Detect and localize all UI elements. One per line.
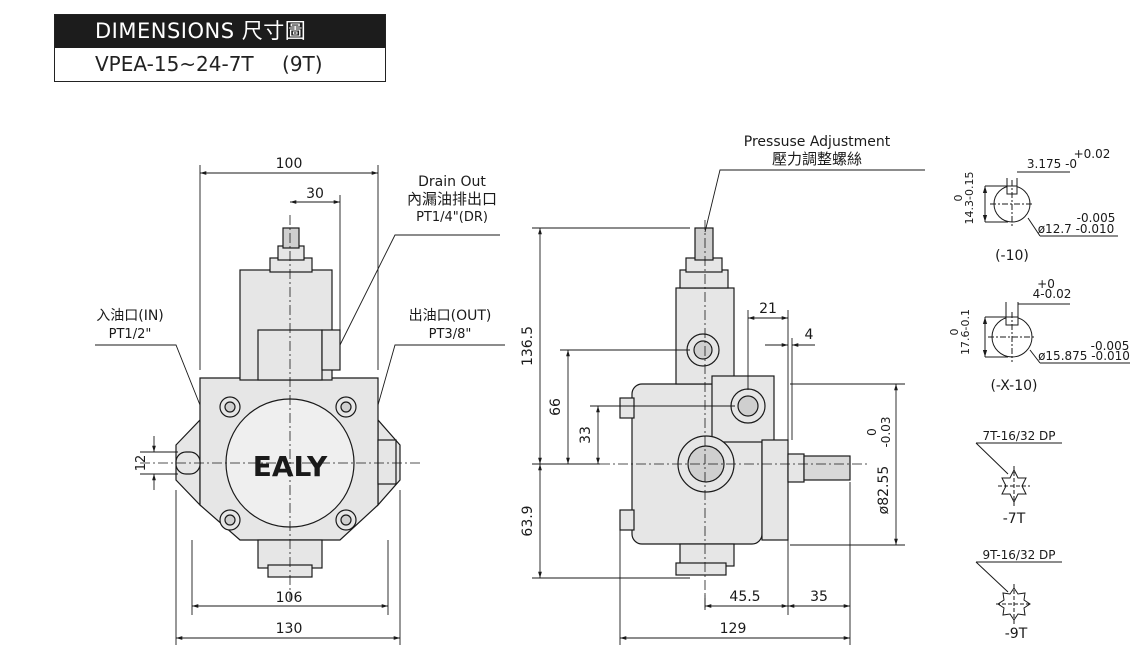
spline-7t-spec: 7T-16/32 DP xyxy=(982,429,1055,443)
drain-label-en: Drain Out xyxy=(418,174,486,190)
dia-tol-upper: 0 xyxy=(865,428,879,436)
outlet-label-cn: 出油口(OUT) xyxy=(409,308,492,324)
diagram-title: DIMENSIONS 尺寸圖 xyxy=(55,15,385,48)
spline-9t-detail xyxy=(975,561,1062,624)
d10-label: (-10) xyxy=(995,248,1029,264)
dim-12: 12 xyxy=(134,455,149,472)
dim-66: 66 xyxy=(548,398,564,416)
front-outlet-port xyxy=(377,439,397,485)
model-row: VPEA-15~24-7T (9T) xyxy=(55,48,385,81)
title-block: DIMENSIONS 尺寸圖 VPEA-15~24-7T (9T) xyxy=(54,14,386,82)
dx10-label: (-X-10) xyxy=(990,378,1037,394)
dim-45-5: 45.5 xyxy=(729,589,760,605)
inlet-label-cn: 入油口(IN) xyxy=(96,308,164,324)
dim-dia-82-55: ø82.55 xyxy=(876,466,892,515)
front-view xyxy=(175,227,401,578)
dx10-tol-up: +0 xyxy=(1037,277,1055,291)
d10-height: 14.3-0.15 xyxy=(963,172,976,225)
dim-136-5: 136.5 xyxy=(520,326,536,366)
d10-shaft-up: -0.005 xyxy=(1077,211,1116,225)
side-shaft-shoulder xyxy=(787,453,805,483)
detail-10 xyxy=(982,171,1118,237)
front-dimensions xyxy=(95,165,505,645)
outlet-label-pt: PT3/8" xyxy=(429,327,472,342)
dim-35: 35 xyxy=(810,589,828,605)
front-drain-boss xyxy=(321,329,341,371)
adjust-label-en: Pressuse Adjustment xyxy=(744,134,891,150)
spline-7t-label: -7T xyxy=(1003,511,1026,527)
model-number: VPEA-15~24-7T xyxy=(95,52,254,76)
drain-label-pt: PT1/4"(DR) xyxy=(416,210,488,225)
side-mount-plate xyxy=(761,439,789,541)
inlet-label-pt: PT1/2" xyxy=(109,327,152,342)
front-adjust-screw xyxy=(282,227,300,249)
dim-100: 100 xyxy=(276,156,303,172)
dim-30: 30 xyxy=(306,186,324,202)
d10-key: 3.175 -0 xyxy=(1027,157,1077,171)
adjust-label-cn: 壓力調整螺絲 xyxy=(772,150,862,168)
dx10-height: 17.6-0.1 xyxy=(959,309,972,355)
dx10-height-up: 0 xyxy=(948,329,961,336)
spline-7t-detail xyxy=(975,442,1062,506)
d10-height-up: 0 xyxy=(952,195,965,202)
dim-129: 129 xyxy=(720,621,747,637)
dim-21: 21 xyxy=(759,301,777,317)
side-dimensions xyxy=(532,169,925,645)
dim-63-9: 63.9 xyxy=(520,505,536,536)
d10-tol-up: +0.02 xyxy=(1074,147,1111,161)
drain-label-cn: 內漏油排出口 xyxy=(407,190,497,208)
spline-9t-label: -9T xyxy=(1005,626,1028,642)
dx10-shaft: ø15.875 -0.010 xyxy=(1038,349,1130,363)
d10-shaft: ø12.7 -0.010 xyxy=(1038,222,1115,236)
dx10-key: 4-0.02 xyxy=(1033,287,1072,301)
dim-130: 130 xyxy=(276,621,303,637)
dim-4: 4 xyxy=(805,327,814,343)
dia-tol-lower: -0.03 xyxy=(879,416,893,447)
side-view xyxy=(619,227,851,576)
dim-106: 106 xyxy=(276,590,303,606)
model-variant: (9T) xyxy=(282,52,323,76)
spline-9t-spec: 9T-16/32 DP xyxy=(982,548,1055,562)
side-shaft xyxy=(803,455,851,481)
dim-33: 33 xyxy=(578,426,594,444)
dx10-shaft-up: -0.005 xyxy=(1091,339,1130,353)
detail-x10 xyxy=(982,302,1130,364)
